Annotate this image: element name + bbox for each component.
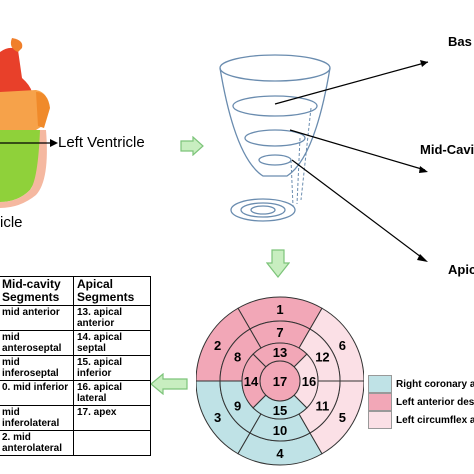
heart-orange-part xyxy=(0,90,48,130)
table-cell: 13. apical anterior xyxy=(73,305,151,331)
right-arrow-icon xyxy=(180,136,204,156)
heart-top-red-part xyxy=(0,47,32,92)
bullseye-segment-17 xyxy=(259,360,301,402)
mid-cavity-level-label: Mid-Cavi xyxy=(420,142,474,157)
table-cell: 14. apical septal xyxy=(73,330,151,356)
table-row: 0. mid inferior 16. apical lateral xyxy=(0,380,151,406)
legend-swatch-lcx xyxy=(368,411,392,429)
legend-label-lcx: Left circumflex ar xyxy=(396,414,474,426)
table-header-mid: Mid-cavity Segments xyxy=(0,276,74,306)
bullseye-label-17: 17 xyxy=(273,374,287,389)
legend-swatch-lad xyxy=(368,393,392,411)
bullseye-label-1: 1 xyxy=(276,302,283,317)
bullseye-label-14: 14 xyxy=(244,374,259,389)
legend-swatch-rca xyxy=(368,375,392,393)
legend-item-lad: Left anterior des xyxy=(368,393,474,411)
bullseye-label-5: 5 xyxy=(339,410,346,425)
table-cell: 0. mid inferior xyxy=(0,380,74,406)
heart-pointer-arrow xyxy=(0,139,58,147)
down-arrow-icon xyxy=(266,249,290,278)
heart-pink-outline xyxy=(0,130,47,208)
heart-green-ventricle xyxy=(0,130,41,202)
table-header-apical: Apical Segments xyxy=(73,276,151,306)
basal-level-label: Bas xyxy=(448,34,472,49)
bullseye-label-16: 16 xyxy=(302,374,316,389)
bullseye-label-3: 3 xyxy=(214,410,221,425)
apical-level-label: Apic xyxy=(448,262,474,277)
left-arrow-icon xyxy=(150,373,188,395)
table-cell: 17. apex xyxy=(73,405,151,431)
table-row: mid inferoseptal 15. apical inferior xyxy=(0,355,151,381)
bullseye-label-4: 4 xyxy=(276,446,284,461)
bullseye-label-9: 9 xyxy=(234,399,241,414)
bullseye-label-7: 7 xyxy=(276,325,283,340)
table-cell xyxy=(73,430,151,456)
bullseye-label-8: 8 xyxy=(234,350,241,365)
table-cell: 15. apical inferior xyxy=(73,355,151,381)
bullseye-label-2: 2 xyxy=(214,338,221,353)
table-cell: mid inferolateral xyxy=(0,405,74,431)
bullseye-label-10: 10 xyxy=(273,423,287,438)
legend-item-lcx: Left circumflex ar xyxy=(368,411,474,429)
table-row: 2. mid anterolateral xyxy=(0,430,151,456)
table-cell: mid inferoseptal xyxy=(0,355,74,381)
table-cell: 16. apical lateral xyxy=(73,380,151,406)
bullseye-label-12: 12 xyxy=(315,350,329,365)
legend-item-rca: Right coronary ar xyxy=(368,375,474,393)
segment-table: Mid-cavity Segments Apical Segments mid … xyxy=(0,276,151,456)
legend-label-lad: Left anterior des xyxy=(396,396,474,408)
bullseye-label-13: 13 xyxy=(273,345,287,360)
left-ventricle-label: Left Ventricle xyxy=(58,134,145,151)
table-cell: mid anterior xyxy=(0,305,74,331)
bullseye-label-6: 6 xyxy=(339,338,346,353)
level-pointer-arrows xyxy=(274,60,429,262)
table-row: mid inferolateral 17. apex xyxy=(0,405,151,431)
table-cell: mid anteroseptal xyxy=(0,330,74,356)
heart-orange-side xyxy=(36,92,50,128)
cone-diagram-icon xyxy=(219,54,331,222)
legend-label-rca: Right coronary ar xyxy=(396,378,474,390)
heart-illustration-icon xyxy=(0,38,50,208)
table-row: mid anterior 13. apical anterior xyxy=(0,305,151,331)
table-row: mid anteroseptal 14. apical septal xyxy=(0,330,151,356)
table-cell: 2. mid anterolateral xyxy=(0,430,74,456)
heart-orange-top xyxy=(10,38,23,52)
bullseye-label-11: 11 xyxy=(316,399,330,414)
bullseye-label-15: 15 xyxy=(273,403,287,418)
ventricle-label-partial: icle xyxy=(0,214,23,231)
